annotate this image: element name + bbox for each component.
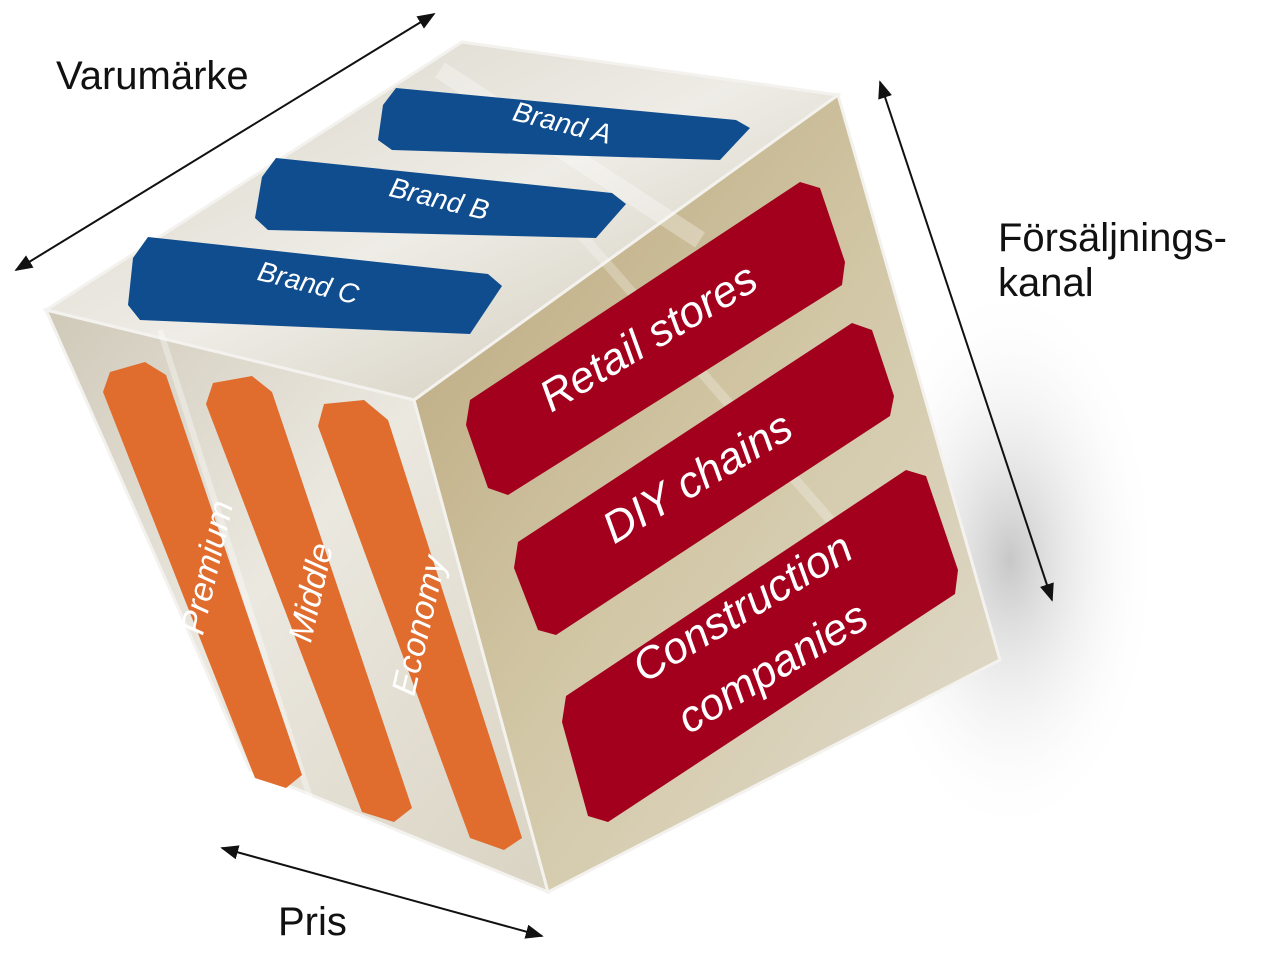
brand-axis-arrow (14, 13, 436, 271)
brand-axis-label: Varumärke (56, 54, 249, 98)
channel-axis-label: Försäljnings- kanal (998, 216, 1227, 306)
price-axis-label: Pris (278, 900, 347, 944)
price-tile-middle: Middle (206, 376, 412, 822)
channel-axis-label-line1: Försäljnings- (998, 216, 1227, 260)
price-tile-economy: Economy (318, 400, 522, 850)
price-axis-arrow (220, 845, 544, 939)
channel-axis-label-line2: kanal (998, 260, 1094, 305)
price-tile-premium: Premium (103, 362, 302, 788)
channel-tile-construction-companies: Construction companies (562, 470, 958, 822)
channel-axis-arrow (878, 80, 1054, 602)
